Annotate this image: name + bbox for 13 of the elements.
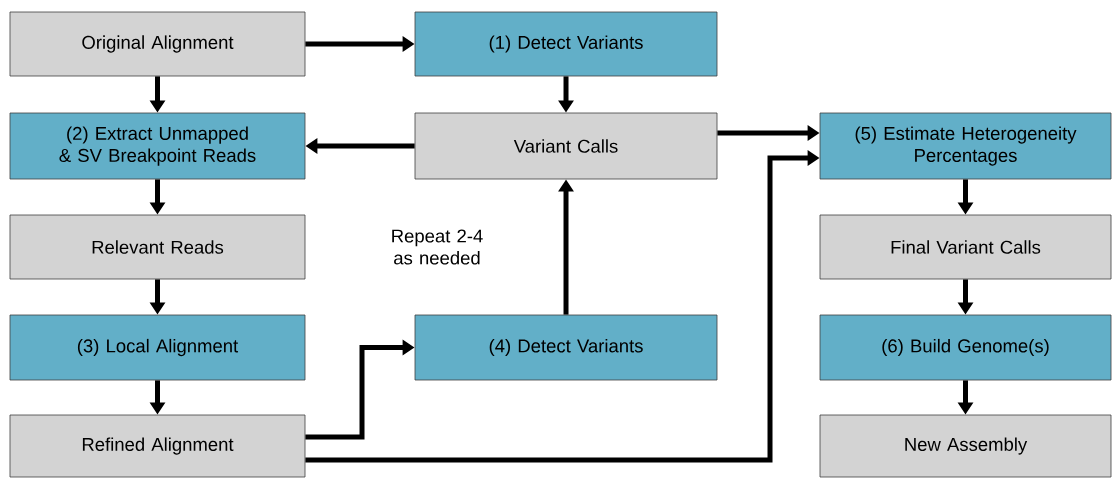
process-box: Final Variant Calls (819, 214, 1112, 280)
process-box: (2) Extract Unmapped & SV Breakpoint Reads (9, 112, 306, 180)
process-box: (1) Detect Variants (414, 11, 718, 77)
process-box: Variant Calls (414, 112, 718, 180)
process-box: (6) Build Genome(s) (819, 314, 1112, 381)
process-box: (4) Detect Variants (414, 314, 718, 381)
process-box: Original Alignment (9, 11, 306, 77)
note-text: Repeat 2-4 as needed (392, 229, 483, 265)
process-box: New Assembly (819, 414, 1112, 478)
process-box: Relevant Reads (9, 214, 306, 280)
process-box: (5) Estimate Heterogeneity Percentages (819, 112, 1112, 180)
process-box: Refined Alignment (9, 414, 306, 478)
process-box: (3) Local Alignment (9, 314, 306, 381)
